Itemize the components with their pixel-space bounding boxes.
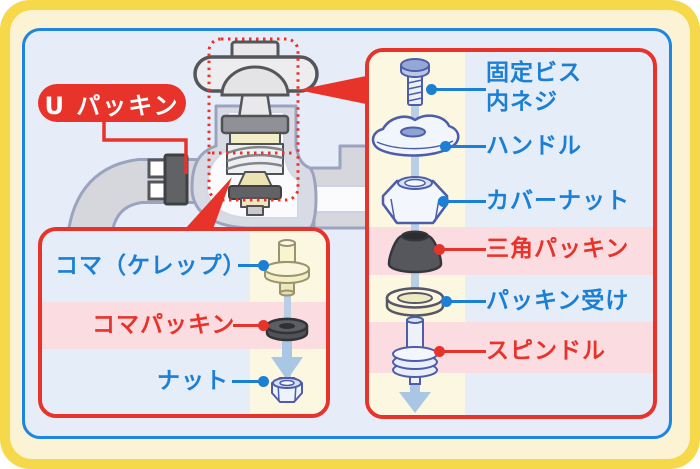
leader-cover-nut: [438, 196, 486, 207]
spindle-icon: [392, 316, 438, 385]
leader-koma: [238, 260, 269, 271]
leader-nut: [232, 376, 269, 387]
koma-packing-icon: [265, 317, 309, 342]
koma-icon: [264, 239, 310, 297]
nut-icon: [271, 377, 303, 403]
handle-icon: [371, 114, 460, 157]
u-packing-badge: U パッキン: [38, 84, 186, 122]
label-koma-packing: コマパッキン: [92, 312, 236, 338]
leader-koma-packing: [233, 320, 269, 331]
packing-seat-icon: [385, 287, 445, 317]
exploded-parts-stack: [371, 58, 460, 413]
leader-handle: [440, 141, 486, 152]
label-packing-seat: パッキン受け: [486, 288, 630, 314]
label-triangle-packing: 三角パッキン: [486, 236, 630, 262]
label-koma: コマ（ケレップ）: [55, 253, 247, 279]
label-spindle: スピンドル: [486, 338, 606, 364]
koma-parts-panel: コマ（ケレップ） コマパッキン ナット: [38, 227, 330, 418]
u-packing-badge-label: U パッキン: [44, 91, 180, 120]
triangle-packing-icon: [387, 230, 443, 274]
leader-spindle: [434, 346, 486, 357]
exploded-parts-panel: 固定ビス 内ネジ ハンドル カバーナット 三角パッキン パッキン受け スピンドル: [365, 48, 657, 419]
down-arrow-icon: [399, 378, 431, 413]
label-nut: ナット: [157, 368, 229, 394]
screw-icon: [400, 58, 430, 106]
leader-screw: [426, 84, 486, 95]
label-screw: 固定ビス 内ネジ: [486, 60, 582, 115]
leader-packing-seat: [441, 296, 486, 307]
down-arrow-icon: [271, 336, 303, 380]
koma-parts-stack: [264, 239, 310, 403]
label-handle: ハンドル: [486, 133, 582, 159]
leader-triangle-packing: [434, 244, 486, 255]
label-cover-nut: カバーナット: [486, 188, 630, 214]
